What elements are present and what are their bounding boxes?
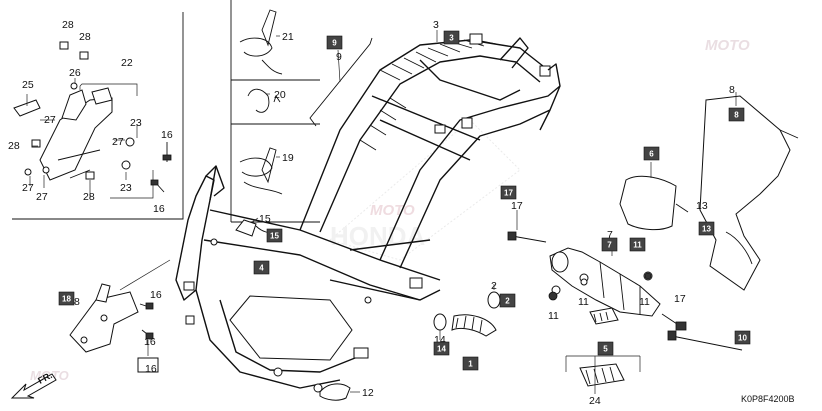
guard-8 xyxy=(699,92,799,291)
label-16: 16 xyxy=(150,289,162,301)
label-24: 24 xyxy=(589,395,601,407)
box-15: 15 xyxy=(266,228,283,243)
label-11: 11 xyxy=(578,296,589,308)
box-13: 13 xyxy=(698,221,715,236)
label-26: 26 xyxy=(69,67,81,79)
svg-text:14: 14 xyxy=(437,345,446,354)
box-10: 10 xyxy=(734,330,751,345)
watermark-logo: MOTO MOTO MOTO xyxy=(30,37,750,383)
honda-wing-watermark: HONDA xyxy=(328,119,521,261)
label-17: 17 xyxy=(511,200,523,212)
svg-text:13: 13 xyxy=(702,225,711,234)
label-7: 7 xyxy=(607,229,613,241)
label-27: 27 xyxy=(22,182,34,194)
label-20: 20 xyxy=(274,89,286,101)
label-19: 19 xyxy=(282,152,294,164)
svg-text:MOTO: MOTO xyxy=(370,202,415,219)
bracket-assembly-22 xyxy=(13,41,172,199)
box-14: 14 xyxy=(433,341,450,356)
boxed-callouts: 9 3 8 6 17 13 7 11 15 4 18 2 10 14 5 1 xyxy=(58,30,751,371)
label-16: 16 xyxy=(161,129,173,141)
svg-text:10: 10 xyxy=(738,334,747,343)
rubber-mount-24 xyxy=(565,307,641,394)
svg-text:3: 3 xyxy=(449,34,454,43)
svg-text:8: 8 xyxy=(734,111,739,120)
harness-clips-insets xyxy=(239,9,283,195)
box-7: 7 xyxy=(601,237,618,252)
label-15: 15 xyxy=(259,213,271,225)
rod-9 xyxy=(309,37,373,127)
label-3: 3 xyxy=(433,19,439,31)
box-11: 11 xyxy=(629,237,646,252)
svg-text:17: 17 xyxy=(504,189,513,198)
hose-14 xyxy=(433,284,501,340)
label-11: 11 xyxy=(639,296,650,308)
svg-text:2: 2 xyxy=(505,297,510,306)
box-4: 4 xyxy=(253,260,270,275)
label-16: 16 xyxy=(153,203,165,215)
svg-text:9: 9 xyxy=(332,39,337,48)
svg-text:1: 1 xyxy=(468,360,473,369)
label-9: 9 xyxy=(336,51,342,63)
svg-text:18: 18 xyxy=(62,295,71,304)
box-2: 2 xyxy=(499,293,516,308)
label-27: 27 xyxy=(36,191,48,203)
nut-11 xyxy=(548,272,652,301)
svg-text:11: 11 xyxy=(633,241,642,250)
label-28: 28 xyxy=(83,191,95,203)
svg-text:4: 4 xyxy=(259,264,264,273)
label-11: 11 xyxy=(548,310,559,322)
callout-labels: 28 28 26 25 22 27 27 27 27 23 23 28 28 1… xyxy=(8,19,735,407)
label-22: 22 xyxy=(121,57,133,69)
label-12: 12 xyxy=(362,387,374,399)
box-5: 5 xyxy=(597,341,614,356)
svg-text:15: 15 xyxy=(270,232,279,241)
label-28: 28 xyxy=(62,19,74,31)
label-17: 17 xyxy=(674,293,686,305)
cover-6 xyxy=(619,162,689,231)
svg-text:7: 7 xyxy=(607,241,612,250)
label-28: 28 xyxy=(8,140,20,152)
label-27: 27 xyxy=(44,114,56,126)
label-25: 25 xyxy=(22,79,34,91)
inset-dividers xyxy=(12,0,320,223)
label-13: 13 xyxy=(696,200,708,212)
diagram-code: K0P8F4200B xyxy=(741,394,795,404)
svg-text:MOTO: MOTO xyxy=(705,37,750,54)
label-21: 21 xyxy=(282,31,294,43)
engine-hanger-7 xyxy=(549,238,687,331)
box-3: 3 xyxy=(443,30,460,45)
box-8: 8 xyxy=(728,107,745,122)
svg-text:5: 5 xyxy=(603,345,608,354)
label-14: 14 xyxy=(434,334,446,346)
box-6: 6 xyxy=(643,146,660,161)
bolt-17-left xyxy=(507,210,547,243)
box-17: 17 xyxy=(500,185,517,200)
label-16: 16 xyxy=(145,363,157,375)
front-direction-arrow: FR. xyxy=(10,370,57,399)
label-8: 8 xyxy=(729,84,735,96)
label-23: 23 xyxy=(120,182,132,194)
box-1: 1 xyxy=(462,356,479,371)
label-28: 28 xyxy=(79,31,91,43)
box-9: 9 xyxy=(326,35,343,50)
svg-text:6: 6 xyxy=(649,150,654,159)
bracket-18 xyxy=(69,259,171,373)
label-16: 16 xyxy=(144,336,156,348)
long-bolt-10 xyxy=(667,330,743,351)
label-23: 23 xyxy=(130,117,142,129)
label-27: 27 xyxy=(112,136,124,148)
main-frame xyxy=(175,30,561,393)
label-8: 8 xyxy=(74,296,80,308)
box-18: 18 xyxy=(58,291,75,306)
stop-rubber-12 xyxy=(319,383,360,401)
label-2: 2 xyxy=(491,280,497,292)
